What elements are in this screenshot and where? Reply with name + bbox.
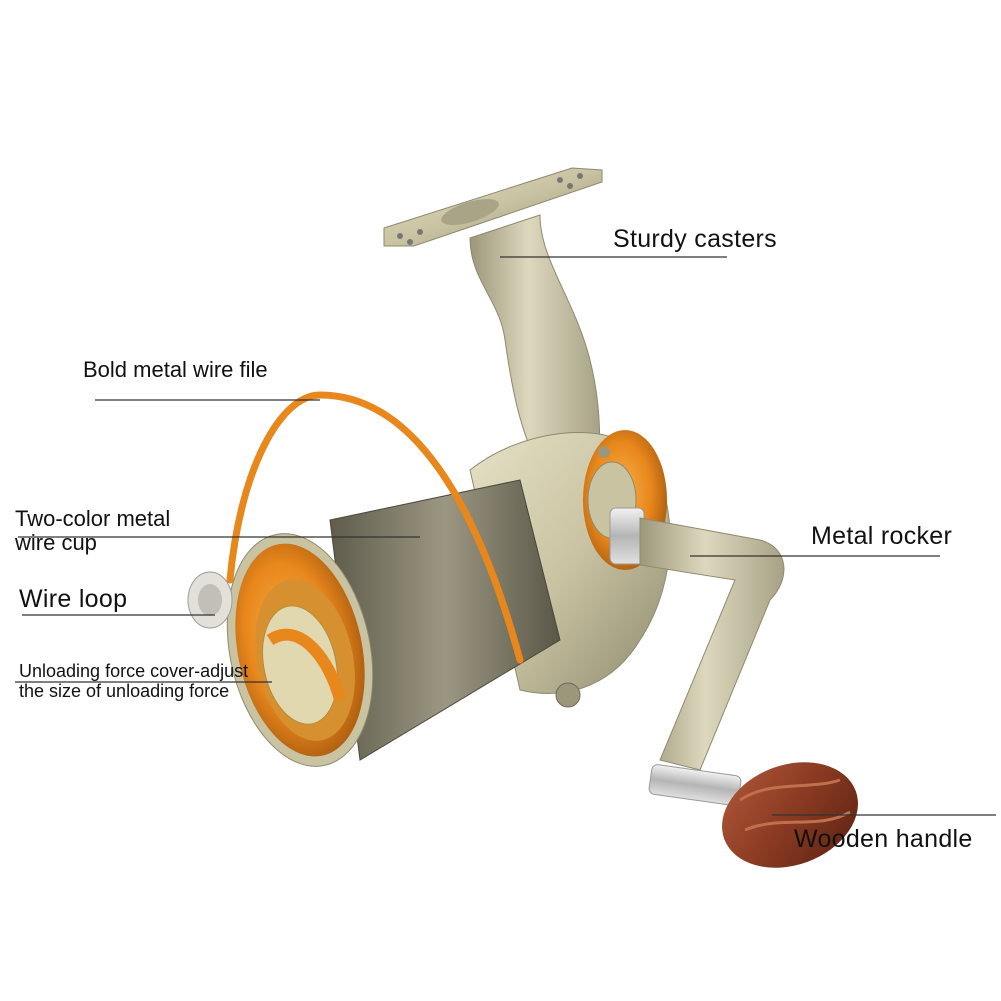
callout-unloading-force-cover: Unloading force cover-adjust the size of… [19,661,249,702]
callout-leader-lines [15,256,996,816]
callout-two-color-metal-line2: wire cup [15,530,97,556]
callout-metal-rocker: Metal rocker [811,522,953,550]
reel-foot [383,167,603,247]
callout-wire-loop: Wire loop [19,585,128,613]
callout-two-color-metal-wire-cup: Two-color metal wire cup [15,506,171,556]
line-roller [187,571,233,629]
callout-bold-metal-wire-file: Bold metal wire file [83,357,268,382]
callout-wooden-handle: Wooden handle [794,825,973,853]
bail-wire [226,391,524,664]
callout-unloading-force-line2: the size of unloading force [19,680,230,701]
reel-stem [469,214,601,471]
reel-spool [226,479,561,767]
callout-unloading-force-line1: Unloading force cover-adjust [19,661,249,681]
callout-two-color-metal-line1: Two-color metal [15,506,171,531]
callout-sturdy-casters: Sturdy casters [613,225,777,253]
crank-arm [609,507,785,806]
